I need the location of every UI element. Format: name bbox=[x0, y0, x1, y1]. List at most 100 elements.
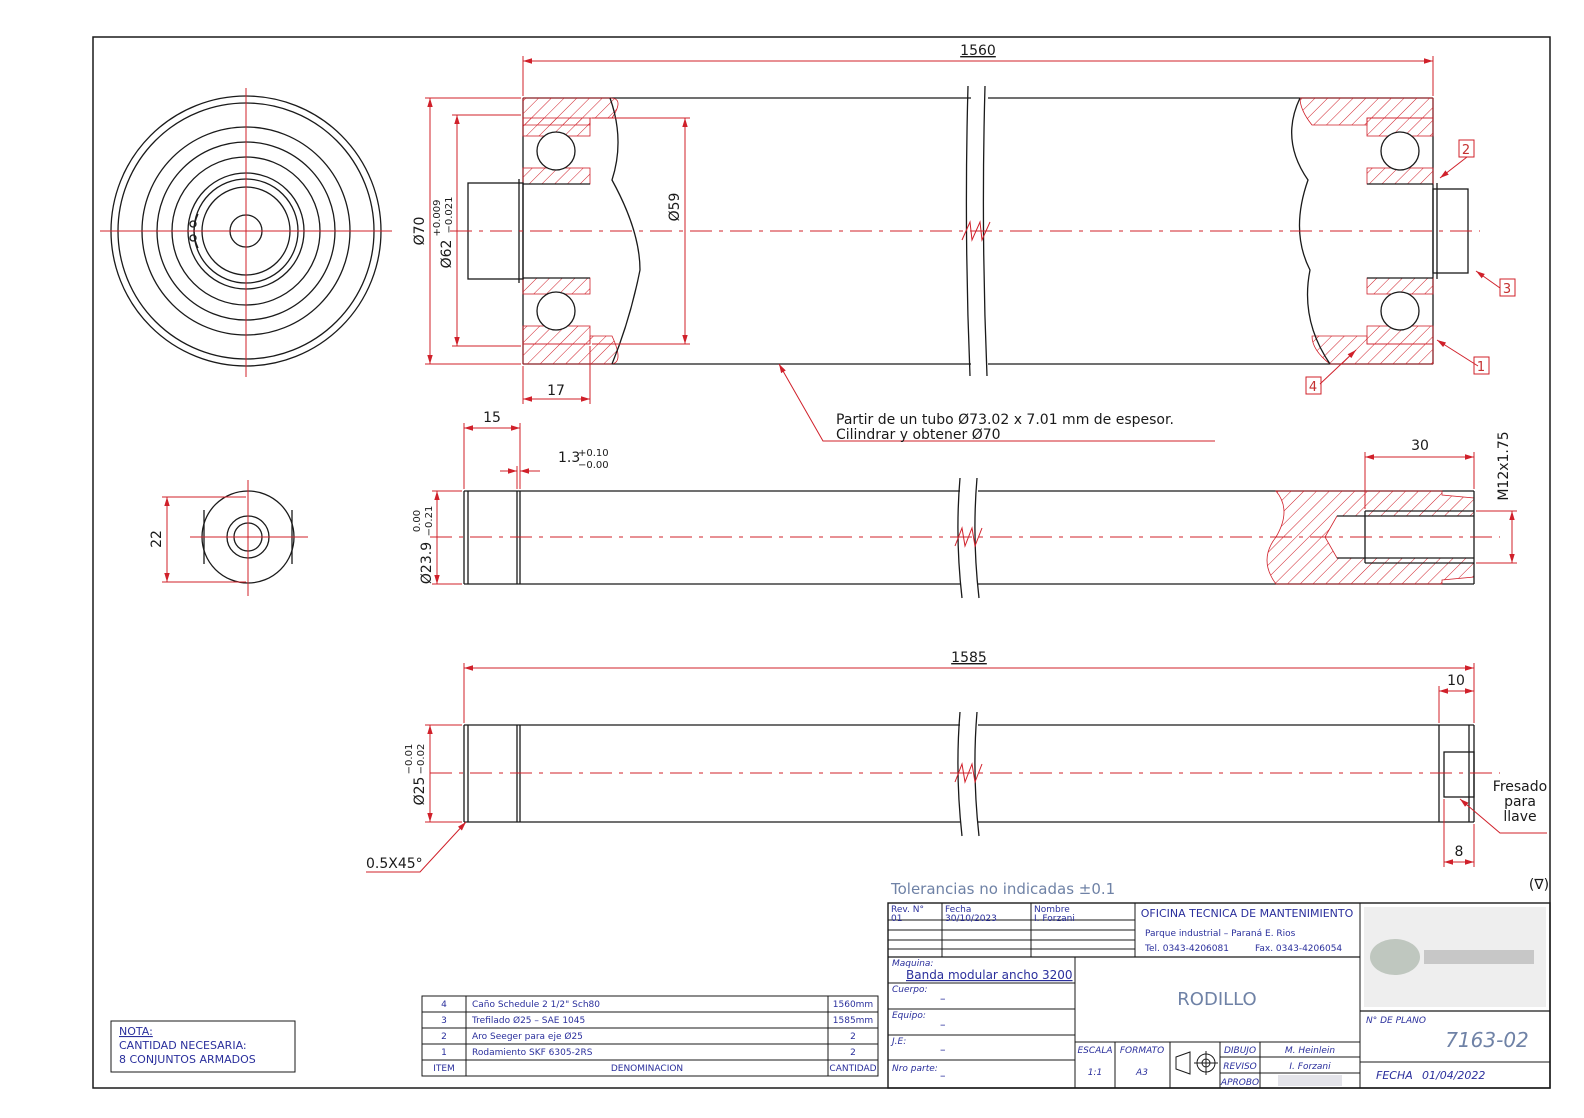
dim-shaft-od-tol-down: −0.02 bbox=[416, 744, 427, 775]
office-name: OFICINA TECNICA DE MANTENIMIENTO bbox=[1141, 907, 1354, 920]
plano-value: 7163-02 bbox=[1445, 1028, 1529, 1052]
cuerpo-label: Cuerpo: bbox=[892, 985, 927, 995]
part-name: RODILLO bbox=[1177, 989, 1256, 1010]
reviso-value: I. Forzani bbox=[1289, 1062, 1331, 1072]
dim-groove-tol-down: −0.00 bbox=[578, 460, 609, 471]
sheet-border bbox=[92, 36, 1551, 1089]
tube-note-line1: Partir de un tubo Ø73.02 x 7.01 mm de es… bbox=[836, 412, 1174, 428]
plano-label: N° DE PLANO bbox=[1366, 1016, 1426, 1026]
dim-groove-base: 1.3 bbox=[558, 450, 580, 466]
dim-bearing-width: 17 bbox=[547, 383, 565, 399]
je-label: J.E: bbox=[890, 1037, 906, 1047]
office-fax: Fax. 0343-4206054 bbox=[1255, 944, 1342, 954]
je-value: – bbox=[940, 1043, 946, 1056]
dim-shaft-dia-tol-down: −0.21 bbox=[424, 506, 435, 537]
bom-table: 4 Caño Schedule 2 1/2" Sch80 1560mm 3 Trefil… bbox=[421, 995, 879, 1077]
office-address: Parque industrial – Paraná E. Rios bbox=[1145, 929, 1296, 939]
formato-label: FORMATO bbox=[1120, 1046, 1164, 1056]
equipo-label: Equipo: bbox=[892, 1011, 926, 1021]
fecha-plano-value: 01/04/2022 bbox=[1422, 1069, 1485, 1082]
dim-shaft-dia-base: Ø23.9 bbox=[419, 542, 435, 584]
dim-shaft-length: 1585 bbox=[951, 650, 987, 666]
bom-header-desc: DENOMINACION bbox=[611, 1064, 683, 1074]
dim-groove-tol-up: +0.10 bbox=[578, 448, 609, 459]
bom-qty: 1560mm bbox=[833, 1000, 873, 1010]
bom-qty: 1585mm bbox=[833, 1016, 873, 1026]
fecha-plano-label: FECHA bbox=[1376, 1069, 1413, 1082]
dim-flat-depth: 8 bbox=[1455, 844, 1464, 860]
dim-shaft-dia-tol-up: 0.00 bbox=[412, 510, 423, 532]
nombre-label: Nombre bbox=[1034, 905, 1070, 915]
bom-desc: Aro Seeger para eje Ø25 bbox=[472, 1031, 583, 1042]
projection-symbol-icon bbox=[1175, 1051, 1218, 1075]
company-logo-mark bbox=[1370, 939, 1420, 975]
nota-line1: CANTIDAD NECESARIA: bbox=[119, 1039, 247, 1052]
aprobo-label: APROBO bbox=[1220, 1078, 1259, 1088]
formato-value: A3 bbox=[1135, 1068, 1148, 1078]
bom-qty: 2 bbox=[850, 1032, 856, 1042]
bom-item: 3 bbox=[441, 1016, 447, 1026]
shaft-blank-view bbox=[366, 663, 1547, 873]
dim-tube-od: Ø70 bbox=[412, 217, 428, 246]
roller-section-view bbox=[450, 85, 1480, 377]
nota-title: NOTA: bbox=[119, 1025, 153, 1038]
nombre-value: I. Forzani bbox=[1034, 914, 1075, 924]
fecha-value: 30/10/2023 bbox=[945, 914, 997, 924]
roller-end-view bbox=[100, 88, 392, 377]
bom-item: 2 bbox=[441, 1032, 447, 1042]
escala-label: ESCALA bbox=[1077, 1046, 1112, 1056]
maquina-label: Maquina: bbox=[892, 959, 933, 969]
title-block: Rev. N° 01 Fecha 30/10/2023 Nombre I. Fo… bbox=[887, 902, 1551, 1089]
dim-shaft-od-tol-up: −0.01 bbox=[404, 744, 415, 775]
dimension-labels: 1560 Ø70 Ø62 +0.009 −0.021 Ø59 17 Partir… bbox=[149, 43, 1549, 898]
balloon-2: 2 bbox=[1462, 143, 1470, 158]
tube-note-line2: Cilindrar y obtener Ø70 bbox=[836, 427, 1001, 443]
fecha-label: Fecha bbox=[945, 905, 971, 915]
nro-parte-label: Nro parte: bbox=[892, 1064, 938, 1074]
rev-label: Rev. N° bbox=[891, 905, 924, 915]
flat-note-2: para bbox=[1504, 794, 1536, 810]
bom-qty: 2 bbox=[850, 1048, 856, 1058]
balloon-1: 1 bbox=[1477, 360, 1485, 375]
maquina-value: Banda modular ancho 3200 bbox=[906, 968, 1073, 982]
bom-desc: Caño Schedule 2 1/2" Sch80 bbox=[472, 1000, 600, 1010]
cuerpo-value: – bbox=[940, 992, 946, 1005]
dim-bore-tol-up: +0.009 bbox=[432, 199, 443, 236]
nota-box: NOTA: CANTIDAD NECESARIA: 8 CONJUNTOS AR… bbox=[110, 1020, 296, 1073]
dim-shaft-od-base: Ø25 bbox=[412, 777, 428, 806]
dibujo-label: DIBUJO bbox=[1224, 1046, 1256, 1056]
flat-note-1: Fresado bbox=[1493, 779, 1547, 795]
escala-value: 1:1 bbox=[1088, 1068, 1102, 1078]
dim-bore-base: Ø62 bbox=[439, 240, 455, 269]
flat-note-3: llave bbox=[1503, 809, 1536, 825]
shaft-end-view bbox=[162, 480, 308, 596]
dim-chamfer: 0.5X45° bbox=[366, 856, 423, 872]
dibujo-value: M. Heinlein bbox=[1285, 1046, 1336, 1056]
roller-dimensions bbox=[425, 56, 1516, 442]
shaft-detail-view bbox=[430, 423, 1517, 599]
dim-bore-tol-down: −0.021 bbox=[444, 196, 455, 233]
dim-flat-width: 22 bbox=[149, 530, 165, 548]
balloon-3: 3 bbox=[1503, 282, 1511, 297]
dim-tube-length: 1560 bbox=[960, 43, 996, 59]
bom-item: 4 bbox=[441, 1000, 447, 1010]
bom-header-qty: CANTIDAD bbox=[829, 1064, 876, 1074]
nota-line2: 8 CONJUNTOS ARMADOS bbox=[119, 1053, 256, 1066]
reviso-label: REVISO bbox=[1223, 1062, 1257, 1072]
bom-header-item: ITEM bbox=[433, 1064, 455, 1074]
tolerance-note: Tolerancias no indicadas ±0.1 bbox=[890, 880, 1115, 898]
equipo-value: – bbox=[940, 1018, 946, 1031]
rev-value: 01 bbox=[891, 914, 902, 924]
dim-thread-length: 30 bbox=[1411, 438, 1429, 454]
aprobo-signature bbox=[1278, 1075, 1342, 1086]
dim-bearing-od: Ø59 bbox=[667, 193, 683, 222]
balloon-4: 4 bbox=[1309, 380, 1317, 395]
surface-symbol: (∇) bbox=[1529, 877, 1549, 893]
bom-desc: Rodamiento SKF 6305-2RS bbox=[472, 1048, 593, 1058]
bom-desc: Trefilado Ø25 – SAE 1045 bbox=[471, 1015, 585, 1026]
nro-parte-value: – bbox=[940, 1069, 946, 1082]
dim-shaft-step: 15 bbox=[483, 410, 501, 426]
dim-flat-length: 10 bbox=[1447, 673, 1465, 689]
dim-thread-spec: M12x1.75 bbox=[1496, 431, 1512, 500]
